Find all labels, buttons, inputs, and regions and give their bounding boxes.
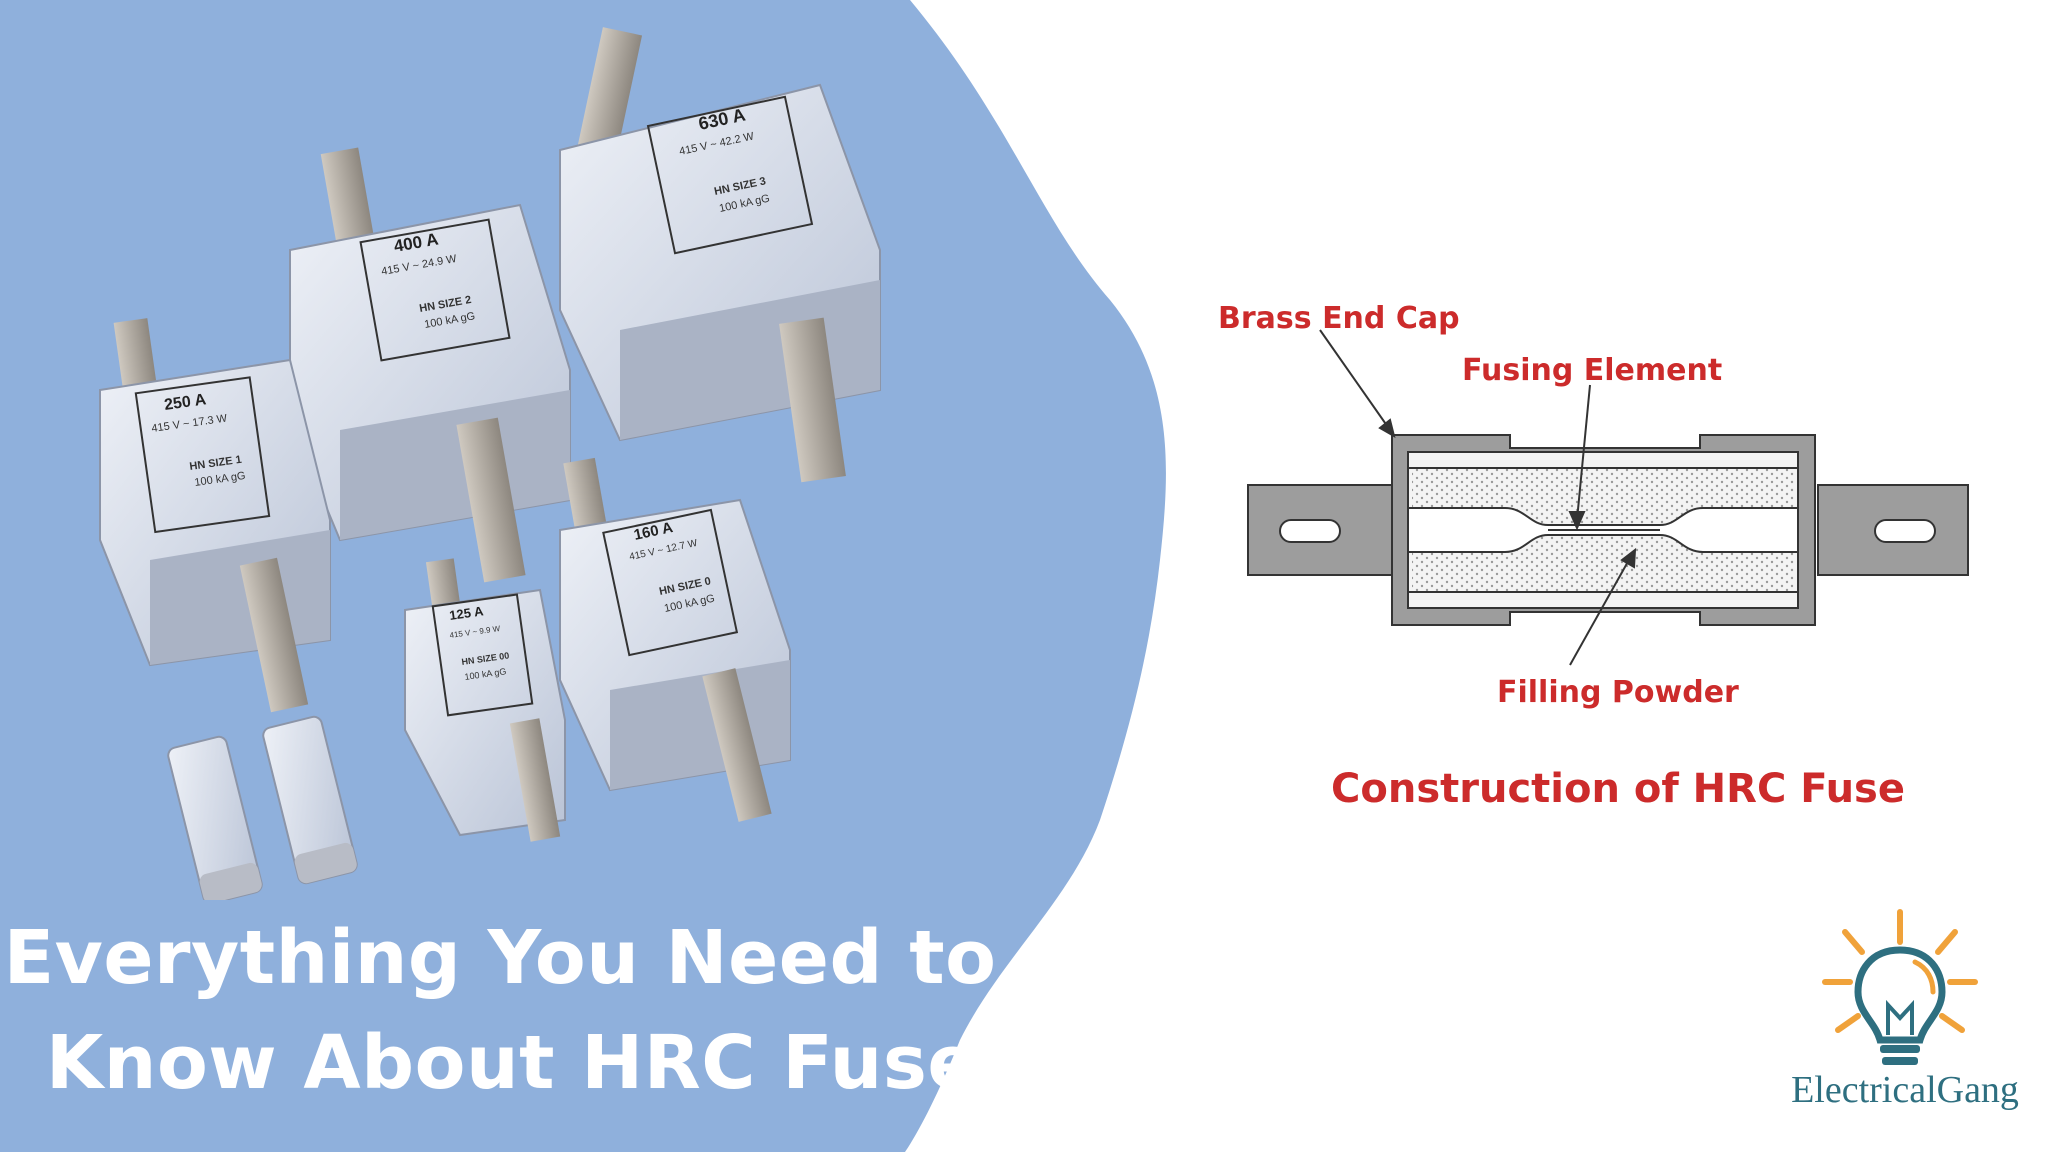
cartridge-fuse-1 [167,735,263,900]
fuse-160a: 160 A 415 V ~ 12.7 W HN SIZE 0 100 kA gG [559,457,791,822]
fuse-250a: 250 A 415 V ~ 17.3 W HN SIZE 1 100 kA gG [99,318,331,713]
headline-line-1: Everything You Need to [3,915,997,1001]
fuse-630a: 630 A 415 V ~ 42.2 W HN SIZE 3 100 kA gG [559,27,881,483]
label-filling-powder: Filling Powder [1497,675,1739,710]
label-brass-end-cap: Brass End Cap [1218,301,1460,336]
hrc-fuse-construction-diagram: Brass End Cap Fusing Element Filling Pow… [1218,301,1969,812]
element-arrow [1576,384,1591,521]
fuse-400a: 400 A 415 V ~ 24.9 W HN SIZE 2 100 kA gG [289,147,571,583]
fuse-125a: 125 A 415 V ~ 9.9 W HN SIZE 00 100 kA gG [404,558,566,842]
diagram-caption: Construction of HRC Fuse [1331,766,1905,812]
lightbulb-logo-icon [1822,909,1978,1065]
fusing-element [1407,507,1799,553]
label-fusing-element: Fusing Element [1462,353,1722,388]
powder-arrow [1569,557,1631,666]
fuse-250a-rating: 250 A [163,391,207,414]
hrc-fuses-photo: 630 A 415 V ~ 42.2 W HN SIZE 3 100 kA gG… [99,27,881,900]
end-cap-arrow [1319,329,1391,431]
cartridge-fuse-2 [262,715,358,885]
brand-name: ElectricalGang [1791,1069,2019,1111]
fuse-125a-rating: 125 A [448,603,485,623]
headline-line-2: Know About HRC Fuse [45,1020,979,1106]
